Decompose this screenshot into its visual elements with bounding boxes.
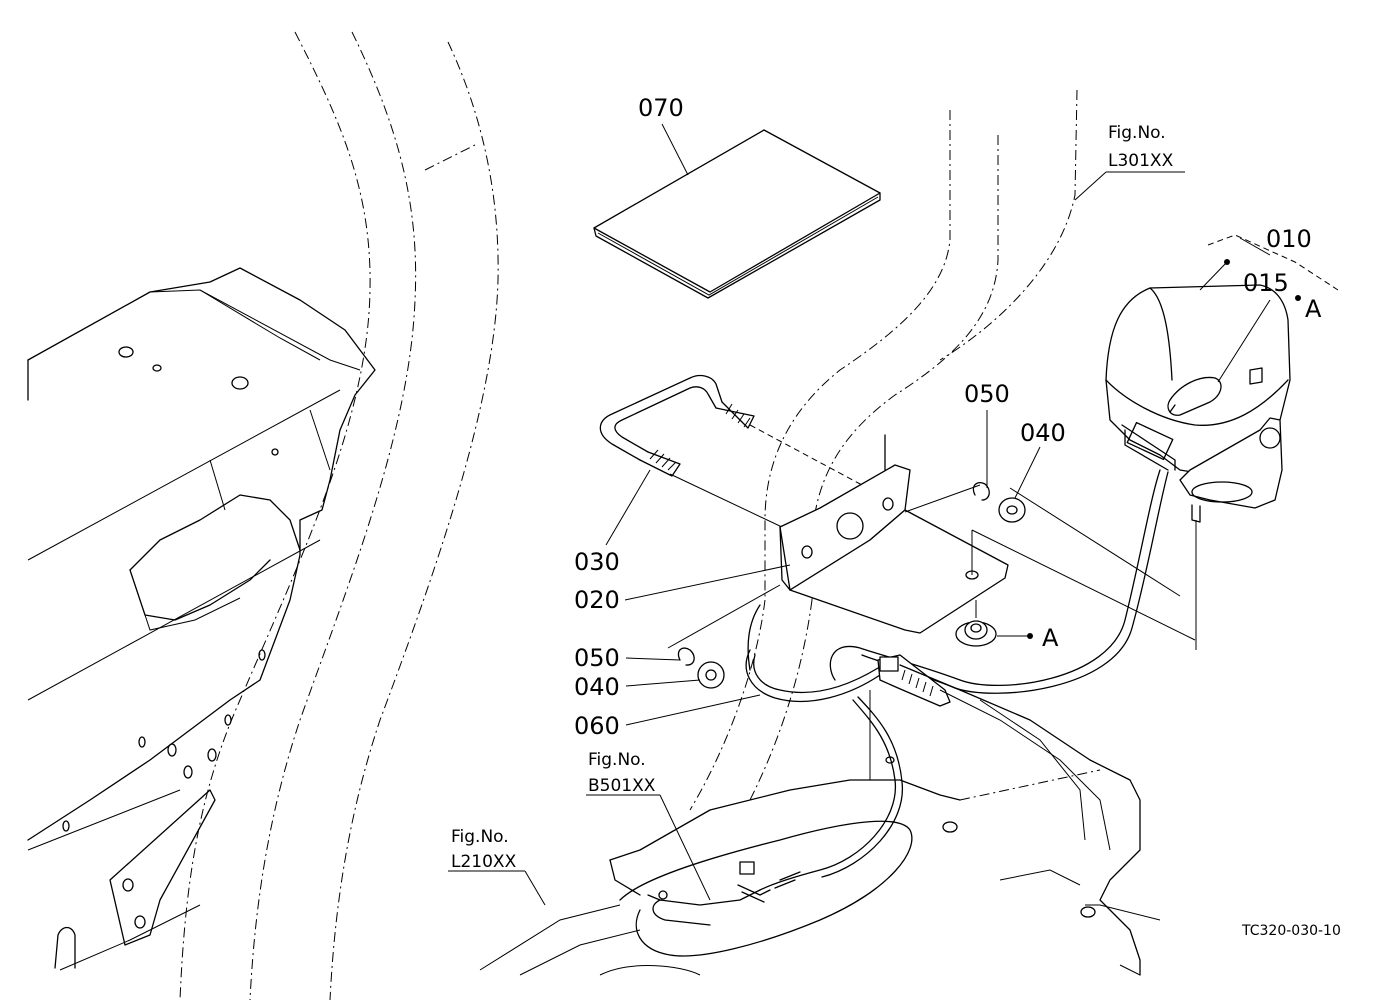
ref-b501-line2: B501XX <box>588 776 656 796</box>
ref-l301-line1: Fig.No. <box>1108 123 1166 143</box>
left-frame <box>27 31 499 1001</box>
callout-040-upper: 040 <box>1020 419 1066 447</box>
leader-lines <box>448 123 1301 906</box>
marker-a-nut: A <box>1042 624 1059 652</box>
operators-manual <box>593 129 881 299</box>
washer-nut-left <box>667 584 781 689</box>
lower-body <box>479 664 1161 976</box>
callout-050-lower: 050 <box>574 644 620 672</box>
drawing-code: TC320-030-10 <box>1241 923 1341 939</box>
callout-050-upper: 050 <box>964 380 1010 408</box>
ref-l301-line2: L301XX <box>1108 151 1174 171</box>
callouts: 070 010 015 050 040 030 020 050 040 060 … <box>574 94 1322 740</box>
pillar-phantom <box>689 89 1078 811</box>
ref-b501-line1: Fig.No. <box>588 750 646 770</box>
callout-020: 020 <box>574 586 620 614</box>
callout-070: 070 <box>638 94 684 122</box>
ref-l210-line2: L210XX <box>451 852 517 872</box>
lamp-bracket <box>779 464 1196 641</box>
callout-060: 060 <box>574 712 620 740</box>
wire-harness <box>647 469 1169 926</box>
callout-030: 030 <box>574 548 620 576</box>
washer-nut-right <box>972 481 1026 523</box>
callout-015: 015 <box>1243 269 1289 297</box>
flange-nut <box>955 600 1033 647</box>
callout-010: 010 <box>1266 225 1312 253</box>
callout-040-lower: 040 <box>574 673 620 701</box>
work-lamp <box>1105 234 1339 650</box>
ref-l210-line1: Fig.No. <box>451 827 509 847</box>
marker-a-top: A <box>1305 295 1322 323</box>
figure-references: Fig.No. L301XX Fig.No. B501XX Fig.No. L2… <box>451 123 1174 872</box>
